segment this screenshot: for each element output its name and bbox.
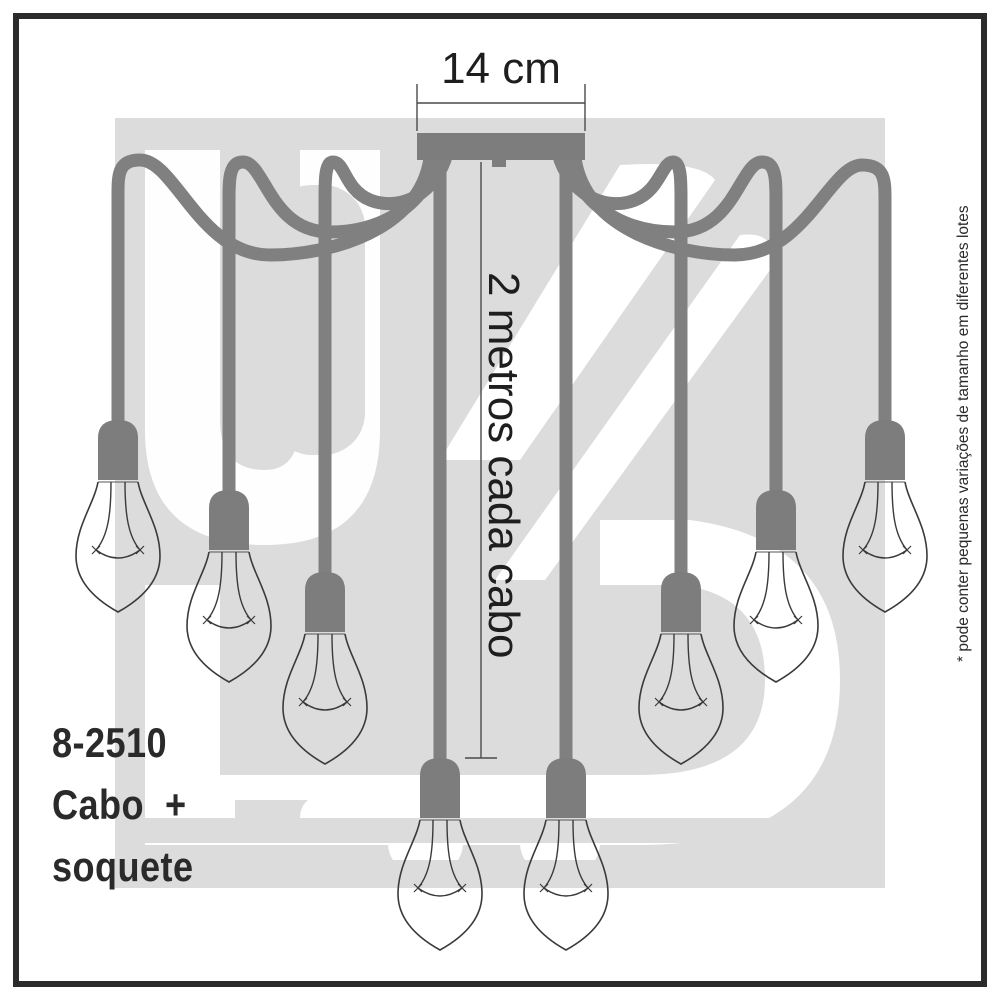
cable-length-label: 2 metros cada cabo xyxy=(479,272,528,659)
length-dimension-line xyxy=(465,162,497,759)
cables xyxy=(111,151,892,769)
canopy-width-label: 14 cm xyxy=(441,44,561,93)
product-description-line1: Cabo + xyxy=(52,781,187,828)
product-description-line2: soquete xyxy=(52,843,194,890)
product-info: 8-2510 Cabo + soquete xyxy=(52,712,193,898)
ceiling-canopy xyxy=(417,133,585,167)
product-code: 8-2510 xyxy=(52,719,168,766)
size-variation-note: * pode conter pequenas variações de tama… xyxy=(955,205,972,662)
width-dimension-line xyxy=(416,84,586,131)
